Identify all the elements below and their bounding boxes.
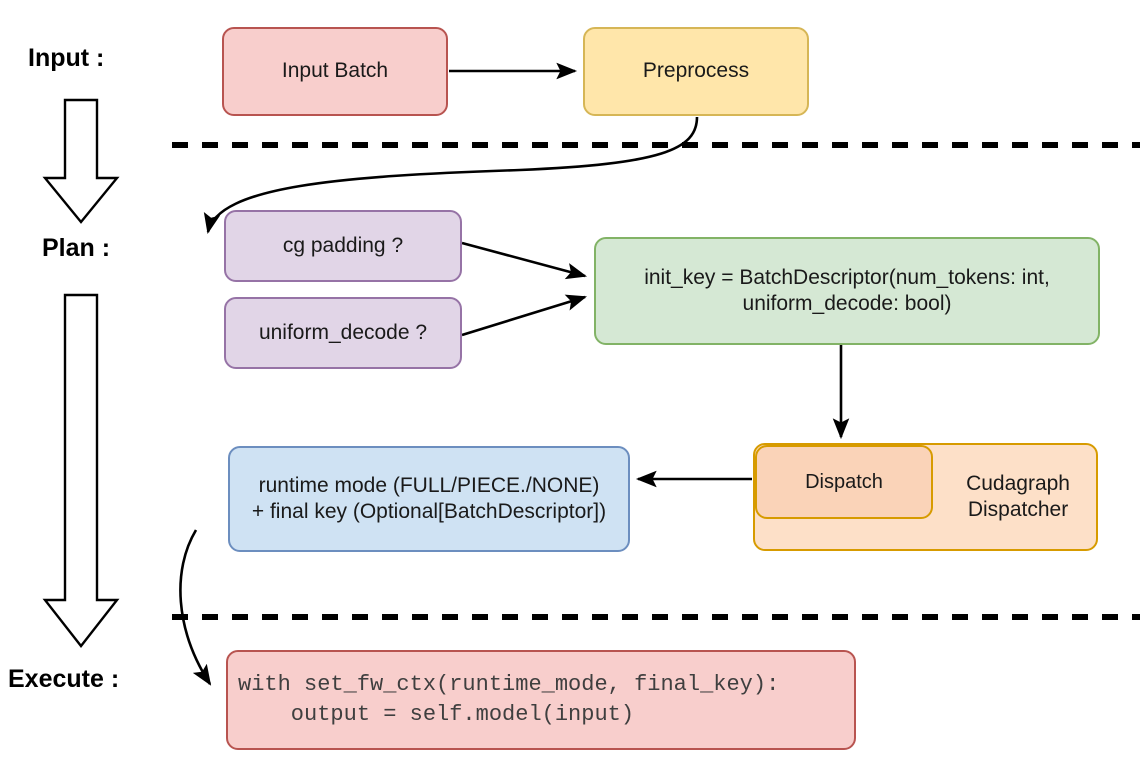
node-runtime-mode-line2: + final key (Optional[BatchDescriptor]) <box>251 500 607 523</box>
node-input-batch[interactable]: Input Batch <box>222 27 448 116</box>
arrow-cg-padding-to-init-key <box>461 241 588 280</box>
code-line-1: with set_fw_ctx(runtime_mode, final_key)… <box>238 672 780 698</box>
stage-label-input: Input : <box>28 44 105 72</box>
node-dispatch[interactable]: Dispatch <box>755 445 933 519</box>
node-init-key[interactable]: init_key = BatchDescriptor(num_tokens: i… <box>594 237 1100 345</box>
stage-block-arrow-plan-to-execute <box>42 293 120 648</box>
node-runtime-mode[interactable]: runtime mode (FULL/PIECE./NONE) + final … <box>228 446 630 552</box>
node-code-block[interactable]: with set_fw_ctx(runtime_mode, final_key)… <box>226 650 856 750</box>
code-line-2: output = self.model(input) <box>238 702 635 727</box>
node-cudagraph-dispatcher-label: Cudagraph Dispatcher <box>966 471 1070 524</box>
node-preprocess[interactable]: Preprocess <box>583 27 809 116</box>
stage-label-plan: Plan : <box>42 234 111 262</box>
node-cudagraph-dispatcher-line2: Dispatcher <box>967 498 1069 521</box>
node-cudagraph-dispatcher-line1: Cudagraph <box>966 471 1070 495</box>
node-cg-padding[interactable]: cg padding ? <box>224 210 462 282</box>
arrow-runtime-mode-to-code-block <box>179 529 212 686</box>
stage-block-arrow-input-to-plan <box>42 98 120 224</box>
node-uniform-decode[interactable]: uniform_decode ? <box>224 297 462 369</box>
arrow-uniform-decode-to-init-key <box>461 294 587 337</box>
node-init-key-line2: uniform_decode: bool) <box>742 292 952 315</box>
stage-label-execute: Execute : <box>8 665 120 693</box>
node-init-key-line1: init_key = BatchDescriptor(num_tokens: i… <box>644 265 1050 289</box>
node-runtime-mode-line1: runtime mode (FULL/PIECE./NONE) <box>258 473 600 497</box>
